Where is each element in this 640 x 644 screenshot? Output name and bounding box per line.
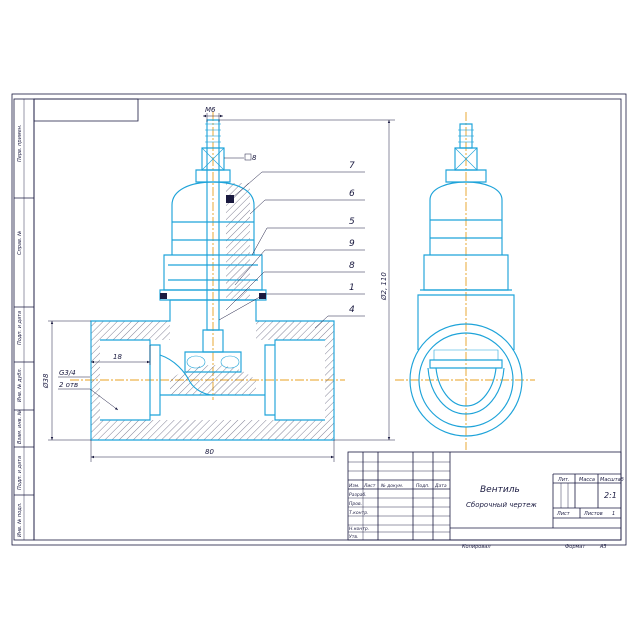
- top-left-stamp: [33, 98, 139, 122]
- callout-4: 4: [349, 305, 355, 315]
- lit-header: Лит.: [557, 477, 570, 483]
- dim-holes: 2 отв: [59, 381, 78, 389]
- side-stamp-label: Взам. инв. №: [17, 410, 23, 444]
- copied-label: Копировал: [462, 544, 491, 550]
- outer-frame: [11, 93, 627, 546]
- callout-8: 8: [349, 261, 355, 271]
- role-developer: Разраб.: [349, 492, 367, 498]
- side-stamp-label: Инв. № подл.: [17, 503, 23, 538]
- dim-square-8: 8: [252, 154, 257, 162]
- dim-18: 18: [113, 353, 122, 361]
- dim-80: 80: [205, 448, 214, 456]
- col-list: Лист: [363, 483, 376, 489]
- format-value: А3: [599, 544, 607, 550]
- dim-height: Ø2, 110: [380, 272, 388, 301]
- callout-1: 1: [349, 283, 355, 293]
- col-izm: Изм.: [349, 483, 360, 489]
- format-label: Формат: [565, 544, 586, 550]
- role-approver: Утв.: [349, 534, 358, 540]
- col-sign: Подп.: [416, 483, 430, 489]
- side-stamp-label: Инв. № дубл.: [17, 368, 23, 402]
- callout-9: 9: [349, 239, 355, 249]
- scale-value: 2:1: [604, 491, 617, 500]
- sheets-value: 1: [612, 511, 615, 517]
- side-stamp-label: Подп. и дата: [17, 311, 23, 345]
- document-type: Сборочный чертеж: [466, 501, 537, 509]
- side-stamp-label: Перв. примен.: [17, 124, 23, 162]
- inner-frame: [33, 98, 622, 541]
- side-view: [395, 112, 535, 450]
- sheet-label: Лист: [556, 511, 571, 517]
- dim-thread: G3/4: [59, 369, 76, 377]
- side-stamp: Перв. примен. Справ. № Подп. и дата Инв.…: [13, 98, 35, 541]
- dim-m6: M6: [205, 106, 216, 114]
- callout-7: 7: [349, 161, 355, 171]
- product-name: Вентиль: [480, 485, 520, 495]
- mass-header: Масса: [579, 477, 595, 483]
- title-block: Изм. Лист № докум. Подп. Дата Разраб. Пр…: [347, 451, 624, 550]
- role-checker: Пров.: [349, 501, 362, 507]
- scale-header: Масштаб: [600, 477, 624, 483]
- front-section-view: 7 6 5 9 8 1 4 M6 8 Ø2, 110 Ø38 18 80 G3/…: [42, 106, 395, 462]
- col-doc-number: № докум.: [380, 483, 403, 489]
- role-norm-control: Н.контр.: [349, 526, 369, 532]
- sheets-label: Листов: [583, 511, 603, 517]
- callout-6: 6: [349, 189, 355, 199]
- side-stamp-label: Подп. и дата: [17, 456, 23, 490]
- callout-5: 5: [349, 217, 355, 227]
- side-stamp-label: Справ. №: [17, 231, 23, 255]
- dim-d38: Ø38: [42, 373, 50, 389]
- role-tech-control: Т.контр.: [349, 510, 369, 516]
- col-date: Дата: [434, 483, 447, 489]
